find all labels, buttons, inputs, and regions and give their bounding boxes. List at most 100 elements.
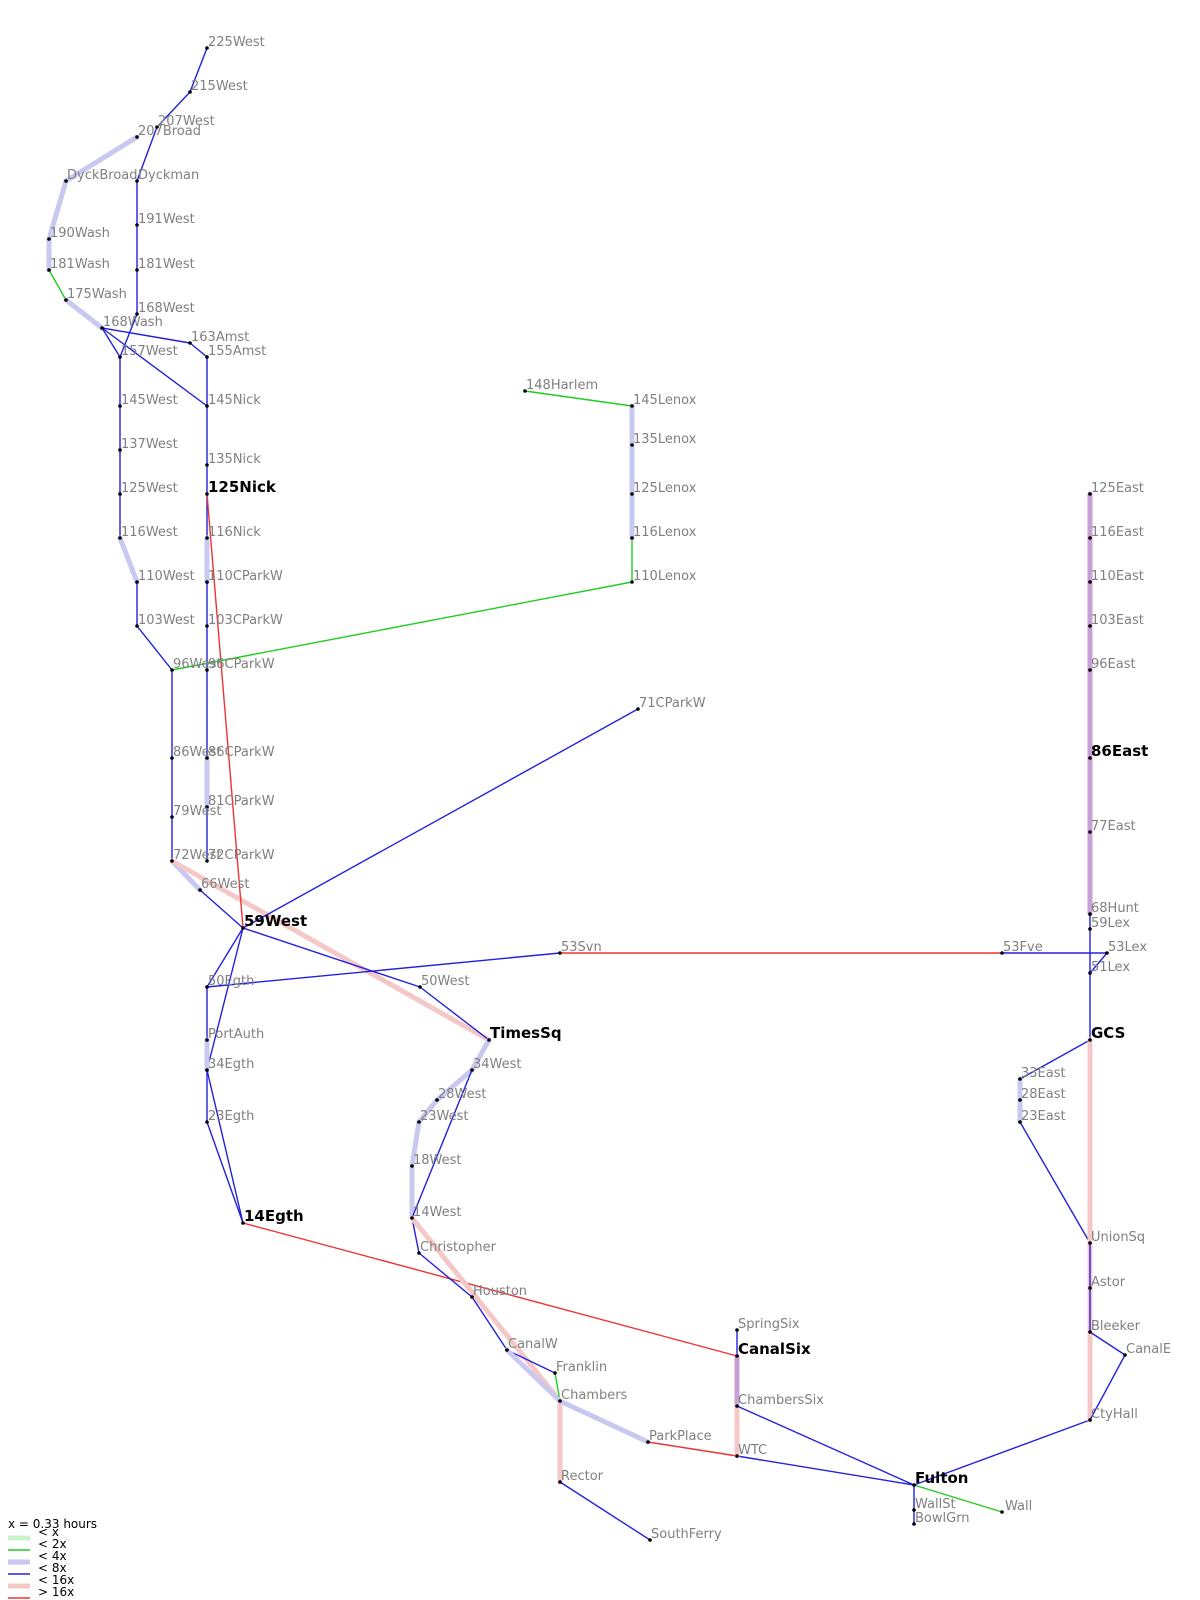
station-label-28East: 28East (1021, 1087, 1066, 1102)
station-dot-215West (188, 90, 192, 94)
station-dot-116West (118, 536, 122, 540)
segment-GCS-33East (1019, 1039, 1091, 1080)
station-dot-86West (170, 756, 174, 760)
segment-23Egth-14Egth (206, 1121, 244, 1224)
station-label-23East: 23East (1021, 1109, 1066, 1124)
station-label-WTC: WTC (738, 1443, 767, 1458)
station-label-116West: 116West (121, 525, 178, 540)
segment-181Wash-175Wash (48, 269, 67, 301)
station-dot-UnionSq (1088, 1241, 1092, 1245)
station-label-148Harlem: 148Harlem (526, 378, 598, 393)
station-label-14Egth: 14Egth (244, 1207, 304, 1225)
station-label-125East: 125East (1091, 481, 1144, 496)
station-dot-34Egth (205, 1068, 209, 1072)
station-label-WallSt: WallSt (915, 1497, 956, 1512)
station-label-181West: 181West (138, 257, 195, 272)
station-dot-207West (155, 125, 159, 129)
segment-59West-50Egth (206, 927, 244, 988)
station-label-207West: 207West (158, 114, 215, 129)
station-label-135Nick: 135Nick (208, 452, 261, 467)
station-dot-59Lex (1088, 927, 1092, 931)
station-label-CtyHall: CtyHall (1091, 1407, 1138, 1422)
segment-TimesSq-34West (469, 1037, 492, 1073)
station-dot-157West (118, 355, 122, 359)
station-label-110Lenox: 110Lenox (633, 569, 697, 584)
segment-96West-110Lenox (171, 581, 633, 671)
station-dot-110CParkW (205, 580, 209, 584)
segment-CanalW-Chambers (504, 1347, 563, 1404)
station-label-116Nick: 116Nick (208, 525, 261, 540)
station-dot-WTC (735, 1454, 739, 1458)
station-label-CanalSix: CanalSix (738, 1340, 811, 1358)
station-label-68Hunt: 68Hunt (1091, 901, 1139, 916)
station-dot-181Wash (47, 268, 51, 272)
station-dot-50Egth (205, 985, 209, 989)
station-label-23West: 23West (420, 1109, 469, 1124)
segment-Christopher-Houston (418, 1252, 473, 1298)
station-label-CanalE: CanalE (1126, 1342, 1171, 1357)
station-dot-Bleeker (1088, 1330, 1092, 1334)
legend: x = 0.33 hours < x< 2x< 4x< 8x< 16x> 16x (8, 1517, 97, 1599)
station-label-59Lex: 59Lex (1091, 916, 1130, 931)
station-label-53Lex: 53Lex (1108, 940, 1147, 955)
station-dot-207Broad (135, 135, 139, 139)
station-dot-125Nick (205, 492, 209, 496)
segment-34West-14West (411, 1069, 473, 1219)
station-label-Bleeker: Bleeker (1091, 1319, 1141, 1334)
station-dot-145Nick (205, 404, 209, 408)
station-label-96East: 96East (1091, 657, 1136, 672)
station-dot-110West (135, 580, 139, 584)
segment-14West-Chambers (409, 1215, 563, 1404)
station-label-96West: 96West (173, 657, 222, 672)
segment-215West-207West (156, 91, 191, 128)
station-dot-190Wash (47, 237, 51, 241)
station-label-SouthFerry: SouthFerry (651, 1527, 722, 1542)
legend-label-2: < 4x (38, 1549, 67, 1563)
segment-50West-TimesSq (419, 986, 490, 1041)
station-label-Dyckman: Dyckman (138, 168, 199, 183)
station-label-Wall: Wall (1005, 1499, 1032, 1514)
station-label-135Lenox: 135Lenox (633, 432, 697, 447)
legend-label-1: < 2x (38, 1537, 67, 1551)
station-dot-23West (417, 1120, 421, 1124)
station-dot-103CParkW (205, 624, 209, 628)
station-label-ChambersSix: ChambersSix (738, 1393, 824, 1408)
legend-label-4: < 16x (38, 1573, 74, 1587)
station-dot-163Amst (188, 341, 192, 345)
legend-unit: x = 0.33 hours (8, 1517, 97, 1531)
station-label-Christopher: Christopher (420, 1240, 497, 1255)
station-dot-WallSt (912, 1508, 916, 1512)
station-label-168Wash: 168Wash (103, 315, 163, 330)
legend-label-3: < 8x (38, 1561, 67, 1575)
station-dot-116Nick (205, 536, 209, 540)
station-dot-59West (241, 926, 245, 930)
station-dot-CanalW (505, 1348, 509, 1352)
station-dot-116East (1088, 536, 1092, 540)
station-label-110CParkW: 110CParkW (208, 569, 283, 584)
station-dot-181West (135, 268, 139, 272)
station-label-157West: 157West (121, 344, 178, 359)
station-label-116Lenox: 116Lenox (633, 525, 697, 540)
segment-34Egth-14Egth (206, 1069, 244, 1224)
station-dot-DyckBroad (64, 179, 68, 183)
route-segments (46, 47, 1126, 1541)
station-label-Chambers: Chambers (561, 1388, 628, 1403)
station-dot-Houston (470, 1295, 474, 1299)
station-label-125West: 125West (121, 481, 178, 496)
station-dot-53Lex (1105, 951, 1109, 955)
station-label-51Lex: 51Lex (1091, 960, 1130, 975)
legend-label-5: > 16x (38, 1585, 74, 1599)
station-label-181Wash: 181Wash (50, 257, 110, 272)
station-dot-77East (1088, 830, 1092, 834)
segment-CanalW-Franklin (506, 1349, 556, 1374)
station-dot-110East (1088, 580, 1092, 584)
station-label-145Lenox: 145Lenox (633, 393, 697, 408)
segment-Chambers-ParkPlace (557, 1398, 651, 1445)
station-dot-Chambers (558, 1399, 562, 1403)
segment-50Egth-53Svn (206, 952, 561, 988)
station-dot-116Lenox (630, 536, 634, 540)
station-dot-SpringSix (735, 1328, 739, 1332)
station-dot-CanalSix (735, 1354, 739, 1358)
station-label-34West: 34West (473, 1057, 522, 1072)
station-dot-86CParkW (205, 756, 209, 760)
